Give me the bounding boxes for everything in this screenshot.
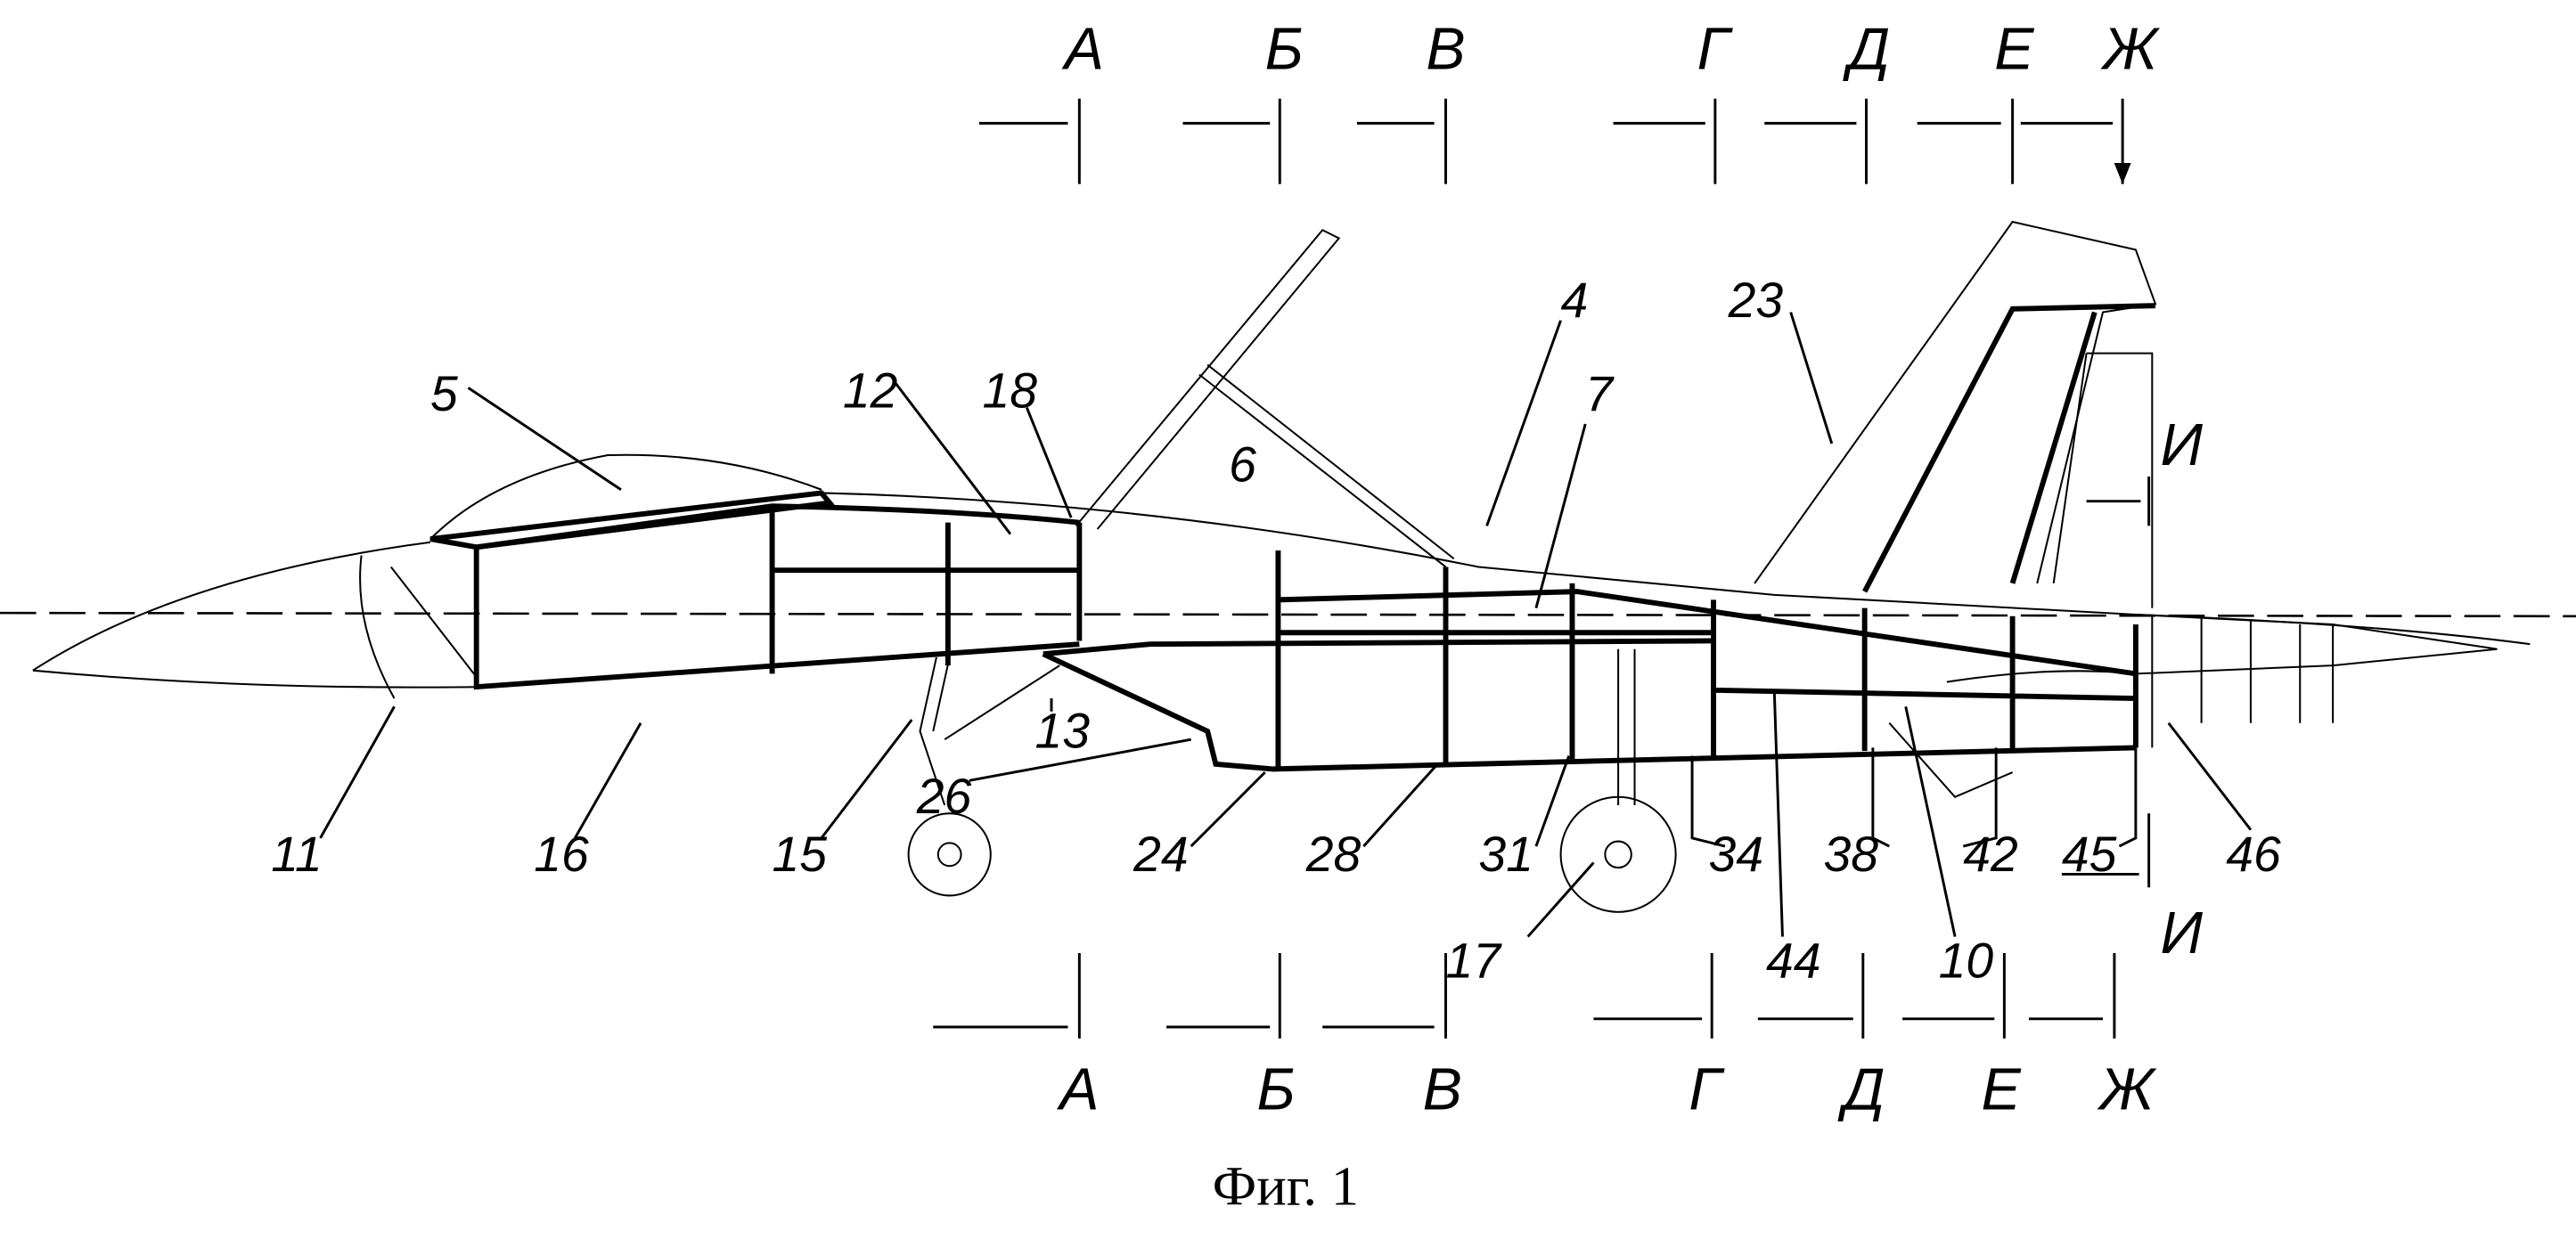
internal-channel-7 [1278, 591, 2135, 673]
section-i-bottom: И [2161, 901, 2204, 966]
section-d-bottom: Д [1837, 1056, 1885, 1122]
air-intake-26 [1043, 640, 2136, 769]
main-wheel-hub [1605, 842, 1631, 868]
section-d-top: Д [1842, 16, 1890, 82]
section-v-bottom: В [1423, 1056, 1462, 1122]
label-44: 44 [1766, 933, 1821, 989]
section-b-top: Б [1265, 16, 1304, 82]
label-45: 45 [2062, 827, 2117, 882]
main-gear-strut [1618, 649, 1634, 805]
label-5: 5 [430, 366, 458, 421]
label-34: 34 [1709, 827, 1764, 882]
aircraft-drawing [0, 222, 2576, 912]
label-31: 31 [1478, 827, 1533, 882]
section-a-top: А [1061, 16, 1104, 82]
section-i-top: И [2161, 412, 2204, 478]
label-17: 17 [1445, 933, 1502, 989]
label-26: 26 [916, 769, 972, 824]
label-46: 46 [2226, 827, 2281, 882]
label-16: 16 [534, 827, 589, 882]
figure-caption: Фиг. 1 [1213, 1154, 1359, 1217]
section-g-bottom: Г [1689, 1056, 1725, 1122]
forward-fuselage-box [477, 506, 1080, 687]
label-23: 23 [1728, 273, 1784, 328]
label-6: 6 [1229, 437, 1256, 493]
section-zh-top: Ж [2100, 16, 2161, 82]
label-7: 7 [1585, 366, 1615, 421]
label-42: 42 [1963, 827, 2018, 882]
fin-spars [1865, 306, 2155, 591]
vertical-fin-23 [1754, 222, 2155, 583]
label-24: 24 [1133, 827, 1189, 882]
label-12: 12 [843, 363, 898, 419]
label-10: 10 [1939, 933, 1994, 989]
bulkheads [1278, 550, 2135, 769]
section-v-top: В [1426, 16, 1465, 82]
label-15: 15 [773, 827, 828, 882]
section-a-bottom: А [1056, 1056, 1099, 1122]
section-markers-bottom: А Б В Г Д Е Ж И И [933, 412, 2203, 1122]
section-markers-top: А Б В Г Д Е Ж [979, 16, 2161, 183]
nose-cone-lines [360, 556, 477, 699]
label-18: 18 [983, 363, 1038, 419]
section-g-top: Г [1697, 16, 1734, 82]
nose-wheel [909, 813, 991, 895]
canopy-strut [1076, 230, 1454, 567]
label-11: 11 [271, 827, 322, 882]
center-axis-line [0, 613, 2576, 616]
nose-outline [33, 542, 485, 688]
section-b-bottom: Б [1256, 1056, 1295, 1122]
label-13: 13 [1035, 703, 1091, 758]
section-e-bottom: Е [1982, 1056, 2022, 1122]
main-wheel-17 [1561, 797, 1676, 912]
label-28: 28 [1305, 827, 1362, 882]
label-4: 4 [1561, 273, 1589, 328]
label-38: 38 [1824, 827, 1879, 882]
section-zh-bottom: Ж [2097, 1056, 2157, 1122]
nose-wheel-hub [938, 843, 961, 866]
section-e-top: Е [1994, 16, 2034, 82]
